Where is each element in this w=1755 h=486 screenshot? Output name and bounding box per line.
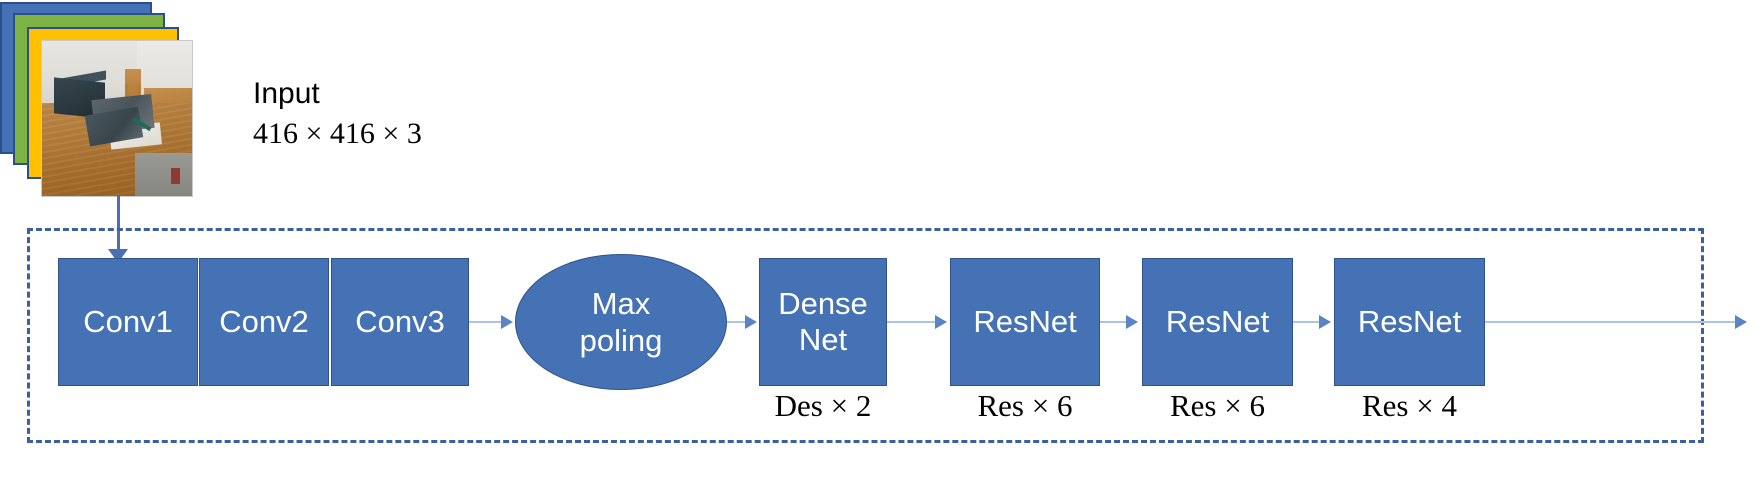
block-resnet-3[interactable]: ResNet bbox=[1334, 258, 1485, 386]
arrow-resnet2-to-resnet3-shaft bbox=[1293, 321, 1321, 323]
input-photo bbox=[41, 40, 193, 197]
block-max-pooling-label: Max poling bbox=[580, 285, 663, 359]
arrow-resnet1-to-resnet2-head bbox=[1126, 315, 1138, 329]
block-resnet-2[interactable]: ResNet bbox=[1142, 258, 1293, 386]
max-pooling-line-1: Max bbox=[591, 286, 651, 321]
block-conv3-label: Conv3 bbox=[355, 304, 445, 339]
arrow-resnet1-to-resnet2-shaft bbox=[1100, 321, 1128, 323]
block-resnet-3-label: ResNet bbox=[1357, 304, 1462, 339]
block-conv2-label: Conv2 bbox=[219, 304, 309, 339]
backbone-group-box bbox=[27, 228, 1704, 443]
densenet-line-2: Net bbox=[798, 322, 848, 357]
block-densenet[interactable]: Dense Net bbox=[759, 258, 887, 386]
block-conv1-label: Conv1 bbox=[83, 304, 173, 339]
block-densenet-label: Dense Net bbox=[778, 286, 868, 358]
arrow-densenet-to-resnet1-shaft bbox=[887, 321, 937, 323]
block-conv3[interactable]: Conv3 bbox=[331, 258, 469, 386]
photo-wall-right bbox=[136, 41, 192, 88]
block-conv2[interactable]: Conv2 bbox=[199, 258, 329, 386]
arrow-maxpool-to-densenet-head bbox=[745, 315, 757, 329]
arrow-conv3-to-maxpool-head bbox=[501, 315, 513, 329]
arrow-densenet-to-resnet1-head bbox=[935, 315, 947, 329]
input-dimensions: 416 × 416 × 3 bbox=[253, 117, 422, 150]
input-caption: Input 416 × 416 × 3 bbox=[253, 74, 422, 154]
arrow-resnet2-to-resnet3-head bbox=[1319, 315, 1331, 329]
photo-red-object bbox=[171, 168, 180, 184]
block-resnet-1[interactable]: ResNet bbox=[950, 258, 1100, 386]
arrow-maxpool-to-densenet-shaft bbox=[727, 321, 747, 323]
repeat-label-densenet: Des × 2 bbox=[774, 388, 872, 423]
input-label: Input bbox=[253, 77, 320, 110]
arrow-output-head bbox=[1735, 315, 1747, 329]
arrow-conv3-to-maxpool-shaft bbox=[469, 321, 503, 323]
block-resnet-2-label: ResNet bbox=[1165, 304, 1270, 339]
input-arrow-shaft bbox=[117, 196, 120, 252]
photo-floor bbox=[135, 152, 192, 196]
block-max-pooling[interactable]: Max poling bbox=[515, 254, 727, 390]
densenet-line-1: Dense bbox=[778, 286, 868, 321]
repeat-label-resnet-1: Res × 6 bbox=[977, 388, 1073, 423]
repeat-label-resnet-3: Res × 4 bbox=[1362, 388, 1457, 423]
block-conv1[interactable]: Conv1 bbox=[58, 258, 198, 386]
block-resnet-1-label: ResNet bbox=[973, 304, 1077, 339]
repeat-label-resnet-2: Res × 6 bbox=[1170, 388, 1265, 423]
max-pooling-line-2: poling bbox=[579, 323, 663, 358]
arrow-output-shaft bbox=[1485, 321, 1737, 323]
